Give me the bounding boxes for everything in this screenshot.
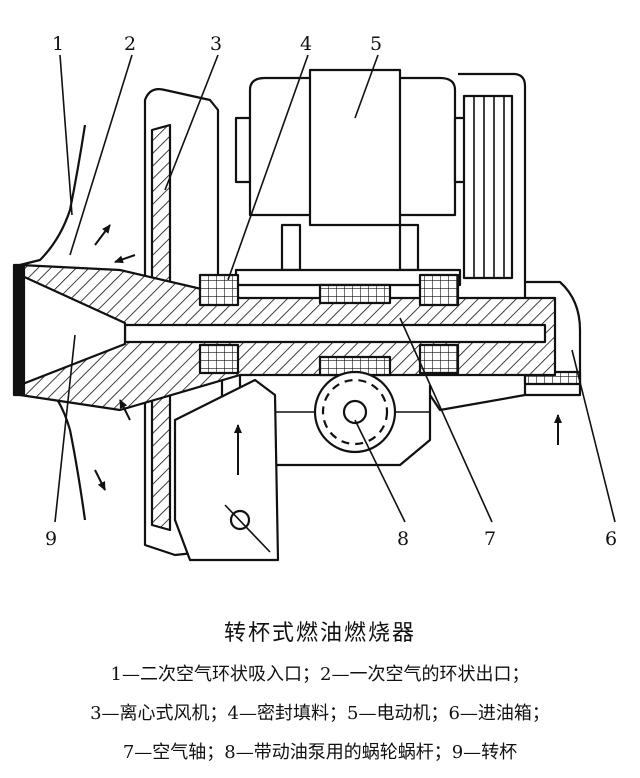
legend-line: 3—离心式风机；4—密封填料；5—电动机；6—进油箱； (90, 703, 550, 724)
motor-support-right (398, 223, 420, 272)
rotary-cup-lip (12, 263, 26, 397)
leader-line-6 (571, 349, 616, 523)
fan-impeller-upper (150, 123, 172, 287)
shaft-tail (429, 393, 526, 412)
callout-3: 3 (210, 33, 222, 55)
leader-line-9 (54, 334, 76, 523)
figure-caption: 转杯式燃油燃烧器 1—二次空气环状吸入口；2—一次空气的环状出口； 3—离心式风… (0, 600, 640, 778)
burner-cross-section-diagram: 1 2 3 4 5 6 7 8 9 (12, 33, 617, 562)
worm-wheel-8 (313, 370, 397, 454)
airflow-arrow-bottom (94, 469, 106, 491)
callout-4: 4 (300, 33, 312, 55)
leader-line-3 (164, 54, 219, 191)
airflow-arrow-lower (119, 399, 131, 421)
callout-7: 7 (484, 528, 496, 550)
sealing-packing-4-top-left (198, 273, 240, 307)
callout-2: 2 (124, 33, 136, 55)
leader-line-7 (399, 317, 493, 523)
leader-line-1 (59, 54, 73, 216)
air-inlet-funnel-top (19, 124, 87, 267)
belt-housing (458, 72, 527, 282)
legend-line: 1—二次空气环状吸入口；2—一次空气的环状出口； (110, 664, 530, 685)
airflow-arrow-primary (114, 254, 136, 264)
pedestal-stand (173, 378, 280, 562)
belt-grooves (473, 96, 505, 278)
leader-line-5 (354, 54, 379, 119)
legend-line: 7—空气轴；8—带动油泵用的蜗轮蜗杆；9—转杯 (122, 742, 518, 763)
motor-left-end (234, 116, 252, 184)
worm-thread-upper (318, 283, 392, 305)
sealing-packing-4-bottom-right (418, 343, 460, 375)
caption-title: 转杯式燃油燃烧器 (223, 621, 416, 646)
air-shaft-7-bore (123, 323, 547, 344)
callout-9: 9 (45, 528, 57, 550)
callout-6: 6 (605, 528, 617, 550)
motor-support-left (280, 223, 302, 272)
callout-5: 5 (370, 33, 382, 55)
airflow-arrow-inlet (94, 224, 111, 246)
motor-core-5 (308, 68, 402, 227)
sealing-packing-4-bottom-left (198, 343, 240, 375)
callout-8: 8 (397, 528, 409, 550)
callout-1: 1 (52, 33, 64, 55)
leader-line-2 (69, 54, 133, 256)
leader-line-4 (227, 54, 309, 281)
sealing-packing-4-top-right (418, 273, 460, 307)
leader-line-8 (354, 419, 406, 523)
